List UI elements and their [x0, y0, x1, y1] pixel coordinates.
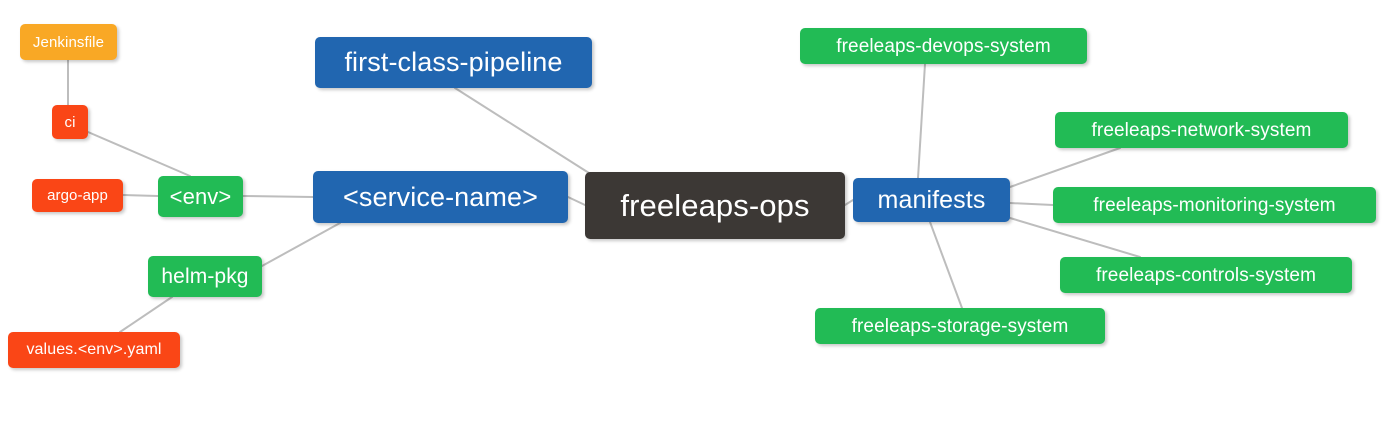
mindmap-node-jenkinsfile[interactable]: Jenkinsfile	[20, 24, 117, 60]
mindmap-node-freeleaps-storage-system[interactable]: freeleaps-storage-system	[815, 308, 1105, 344]
mindmap-node-manifests[interactable]: manifests	[853, 178, 1010, 222]
mindmap-node-service-name[interactable]: <service-name>	[313, 171, 568, 223]
edge-service-name-to-helm-pkg	[261, 222, 341, 267]
edge-manifests-to-freeleaps-controls-system	[1009, 217, 1141, 258]
mindmap-node-freeleaps-monitoring-system[interactable]: freeleaps-monitoring-system	[1053, 187, 1376, 223]
mindmap-node-first-class-pipeline[interactable]: first-class-pipeline	[315, 37, 592, 88]
edge-env-to-ci	[87, 131, 191, 177]
edge-env-to-argo-app	[122, 194, 159, 197]
edge-helm-pkg-to-values-env-yaml	[119, 296, 173, 333]
mindmap-node-env[interactable]: <env>	[158, 176, 243, 217]
edge-freeleaps-ops-to-manifests	[844, 199, 854, 206]
mindmap-node-freeleaps-controls-system[interactable]: freeleaps-controls-system	[1060, 257, 1352, 293]
edge-manifests-to-freeleaps-network-system	[1009, 147, 1121, 188]
mindmap-node-helm-pkg[interactable]: helm-pkg	[148, 256, 262, 297]
mindmap-node-ci[interactable]: ci	[52, 105, 88, 139]
mindmap-node-argo-app[interactable]: argo-app	[32, 179, 123, 212]
mindmap-node-freeleaps-ops[interactable]: freeleaps-ops	[585, 172, 845, 239]
edge-manifests-to-freeleaps-devops-system	[917, 63, 926, 179]
mindmap-node-values-env-yaml[interactable]: values.<env>.yaml	[8, 332, 180, 368]
mindmap-node-freeleaps-devops-system[interactable]: freeleaps-devops-system	[800, 28, 1087, 64]
edge-freeleaps-ops-to-first-class-pipeline	[454, 87, 601, 181]
mindmap-node-freeleaps-network-system[interactable]: freeleaps-network-system	[1055, 112, 1348, 148]
edge-manifests-to-freeleaps-storage-system	[929, 221, 963, 309]
edge-manifests-to-freeleaps-monitoring-system	[1009, 202, 1054, 206]
edge-freeleaps-ops-to-service-name	[567, 196, 586, 206]
edge-service-name-to-env	[242, 195, 314, 198]
